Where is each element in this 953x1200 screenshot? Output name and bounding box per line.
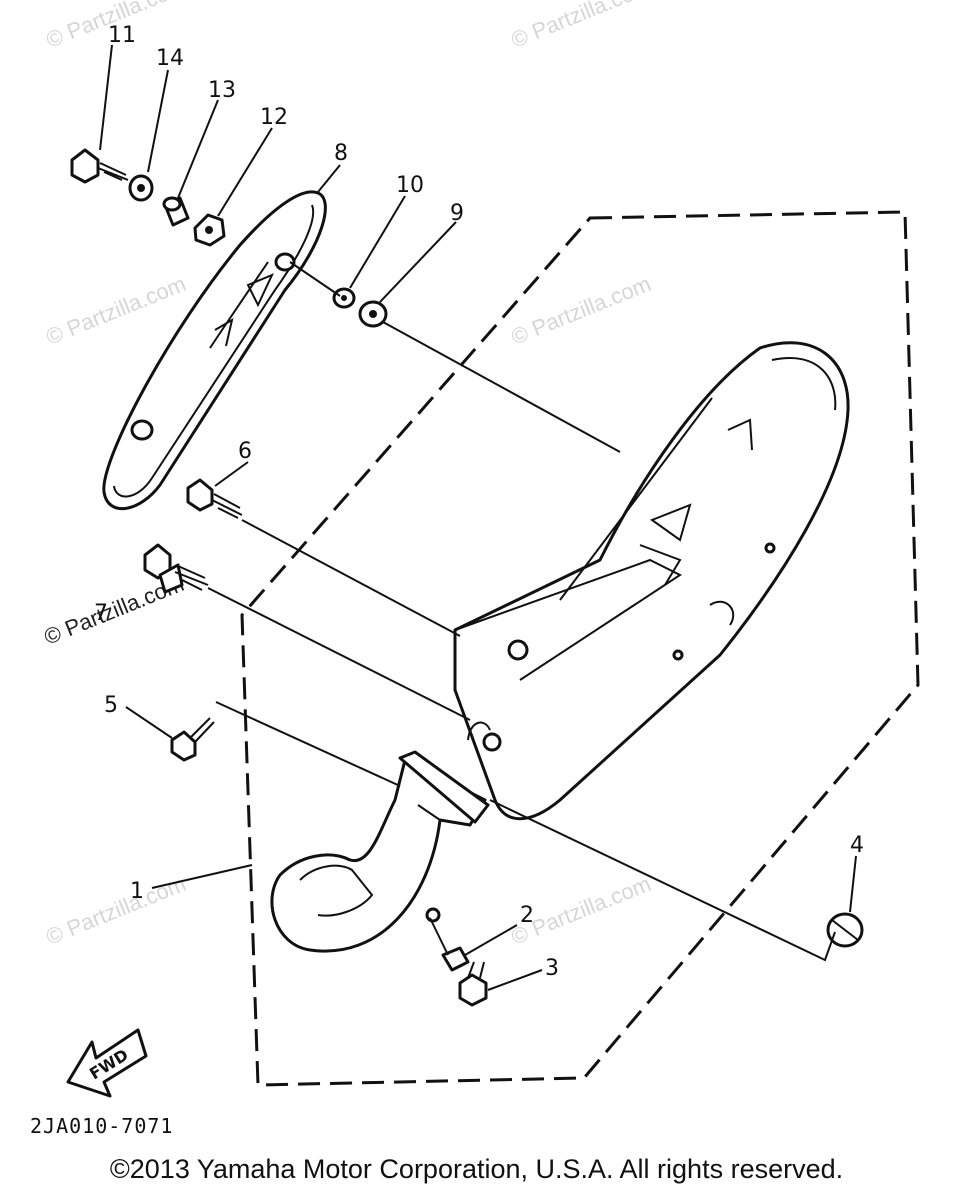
callout-1: 1 <box>130 879 144 904</box>
bolt-6 <box>186 478 243 519</box>
washer-10 <box>332 287 356 309</box>
watermark: © Partzilla.com <box>43 871 190 950</box>
leader-lines <box>99 44 857 991</box>
assembly-boundary <box>240 210 920 1087</box>
callout-6: 6 <box>238 439 252 464</box>
callout-2: 2 <box>520 903 534 928</box>
callout-10: 10 <box>396 173 424 198</box>
exhaust-pipe <box>270 750 490 953</box>
bolt-7 <box>143 543 209 594</box>
washer-9 <box>358 300 388 328</box>
bolt-11 <box>70 148 129 184</box>
bolt-5 <box>170 717 215 762</box>
forward-arrow-icon: FWD <box>66 1028 148 1098</box>
bolt-3 <box>458 961 488 1007</box>
heat-shield <box>102 190 327 511</box>
callout-11: 11 <box>108 23 136 48</box>
watermark: © Partzilla.com <box>508 0 655 53</box>
washer-4 <box>826 912 864 948</box>
callout-14: 14 <box>156 46 184 71</box>
callout-13: 13 <box>208 78 236 103</box>
lock-washer-2 <box>441 946 470 972</box>
copyright-notice: ©2013 Yamaha Motor Corporation, U.S.A. A… <box>109 1154 844 1184</box>
muffler <box>453 341 850 821</box>
callout-8: 8 <box>334 141 348 166</box>
callout-9: 9 <box>450 201 464 226</box>
callout-numbers: 11 14 13 12 8 10 9 6 7 5 1 4 2 3 <box>94 23 864 981</box>
watermark: © Partzilla.com <box>43 271 190 350</box>
callout-7: 7 <box>94 601 108 626</box>
callout-3: 3 <box>545 956 559 981</box>
callout-12: 12 <box>260 105 288 130</box>
callout-4: 4 <box>850 833 864 858</box>
washer-14 <box>128 174 154 202</box>
nut-12 <box>193 213 226 247</box>
watermark: © Partzilla.com <box>508 271 655 350</box>
diagram-code: 2JA010-7071 <box>30 1114 173 1138</box>
collar-13 <box>162 196 190 227</box>
callout-5: 5 <box>104 693 118 718</box>
